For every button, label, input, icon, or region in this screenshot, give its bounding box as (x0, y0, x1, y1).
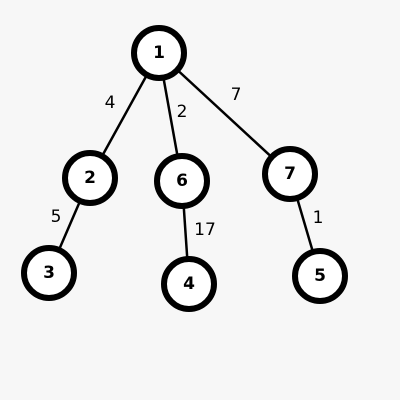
node-label-7: 7 (284, 164, 296, 184)
node-label-2: 2 (84, 168, 96, 188)
node-label-6: 6 (176, 171, 188, 191)
node-circle-2 (62, 150, 118, 206)
edge-weight-1-7: 7 (231, 85, 242, 105)
node-2: 2 (62, 150, 118, 206)
node-7: 7 (262, 146, 318, 202)
node-6: 6 (154, 153, 210, 209)
node-5: 5 (292, 248, 348, 304)
edge-weight-1-6: 2 (177, 102, 188, 122)
edge-1-7 (157, 51, 292, 176)
node-circle-1 (131, 25, 187, 81)
node-3: 3 (21, 245, 77, 301)
node-layer: 1 2 6 7 3 4 5 (21, 25, 348, 312)
edge-weight-layer: 4 2 7 5 17 1 (51, 85, 324, 240)
edge-weight-2-3: 5 (51, 207, 62, 227)
node-4: 4 (161, 256, 217, 312)
node-circle-3 (21, 245, 77, 301)
node-circle-4 (161, 256, 217, 312)
node-label-4: 4 (183, 274, 195, 294)
node-label-5: 5 (314, 266, 326, 286)
node-circle-6 (154, 153, 210, 209)
edge-weight-1-2: 4 (105, 93, 116, 113)
node-label-3: 3 (43, 263, 55, 283)
edge-weight-7-5: 1 (313, 208, 324, 228)
node-label-1: 1 (153, 43, 165, 63)
node-1: 1 (131, 25, 187, 81)
node-circle-7 (262, 146, 318, 202)
node-circle-5 (292, 248, 348, 304)
edge-weight-6-4: 17 (194, 220, 216, 240)
